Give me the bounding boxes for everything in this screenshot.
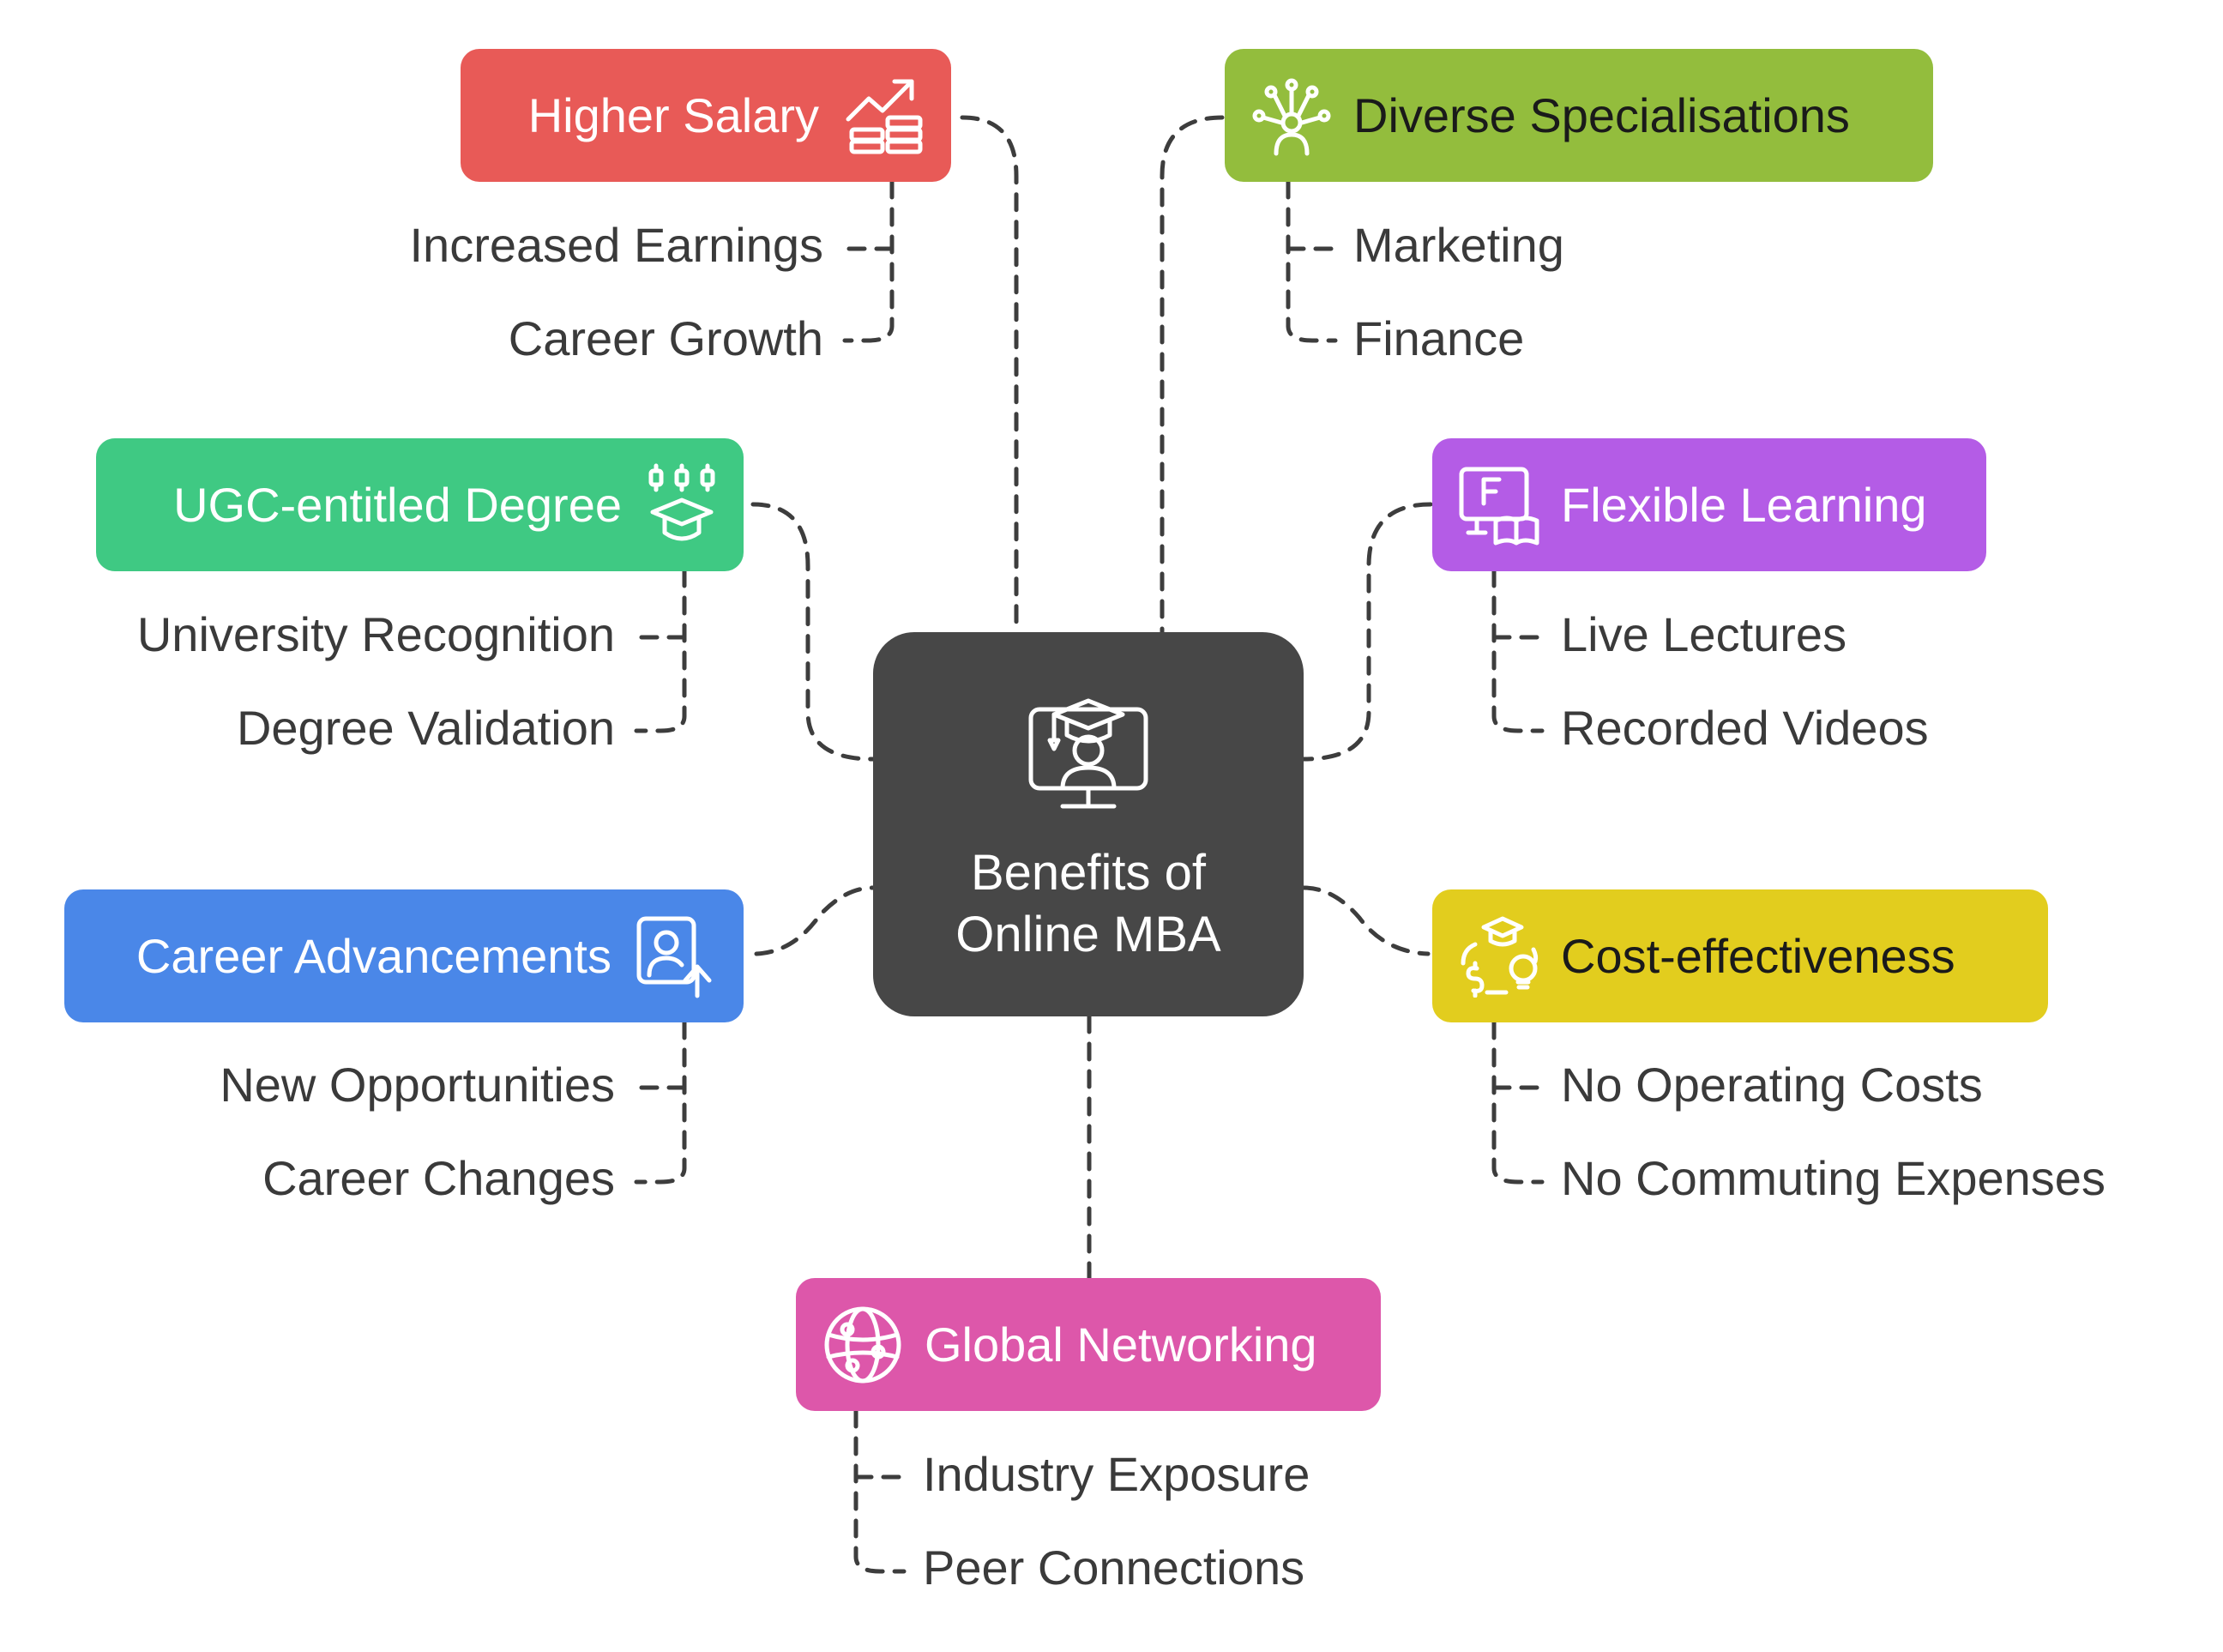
item-new-opportunities: New Opportunities [220,1058,615,1112]
node-ugc-degree-title: UGC-entitled Degree [173,477,622,532]
node-higher-salary[interactable]: Higher Salary [461,49,951,182]
connector-diverse-items [1286,179,1338,343]
item-university-recognition: University Recognition [136,607,615,661]
item-industry-exposure: Industry Exposure [923,1447,1310,1501]
connector-career-items [634,1020,687,1185]
node-global-networking[interactable]: Global Networking [796,1278,1381,1411]
item-finance: Finance [1353,311,1525,365]
central-topic-title: Benefits of Online MBA [955,842,1220,966]
globe-network-icon [822,1304,904,1386]
node-higher-salary-title: Higher Salary [527,87,819,142]
node-career-advancements-title: Career Advancements [136,928,611,983]
connector-flexible-items [1491,568,1545,733]
node-cost-effectiveness[interactable]: Cost-effectiveness [1432,889,2048,1022]
item-degree-validation: Degree Validation [236,701,615,755]
money-idea-icon [1458,915,1540,998]
network-person-icon [1250,75,1333,157]
item-recorded-videos: Recorded Videos [1561,701,1929,755]
item-peer-connections: Peer Connections [923,1540,1305,1595]
node-diverse-specialisations-title: Diverse Specialisations [1353,87,1850,142]
item-live-lectures: Live Lectures [1561,607,1847,661]
item-increased-earnings: Increased Earnings [409,218,823,272]
node-flexible-learning[interactable]: Flexible Learning [1432,438,1986,571]
connector-ugc-degree [750,502,876,762]
item-no-operating-costs: No Operating Costs [1561,1058,1983,1112]
screen-book-icon [1458,464,1540,546]
item-career-changes: Career Changes [262,1151,615,1205]
connector-diverse-specialisations [1160,115,1225,635]
item-marketing: Marketing [1353,218,1564,272]
connector-ugc-items [634,568,687,733]
node-career-advancements[interactable]: Career Advancements [64,889,744,1022]
central-topic-node: Benefits of Online MBA [873,632,1304,1016]
connector-career-advancements [754,885,876,956]
node-ugc-degree[interactable]: UGC-entitled Degree [96,438,744,571]
profile-up-icon [636,913,718,999]
online-graduate-icon [1024,690,1153,823]
connector-higher-salary [960,115,1019,635]
connector-flexible-learning [1301,502,1433,762]
node-flexible-learning-title: Flexible Learning [1561,477,1927,532]
central-topic-line2: Online MBA [955,907,1221,962]
node-diverse-specialisations[interactable]: Diverse Specialisations [1225,49,1933,182]
node-cost-effectiveness-title: Cost-effectiveness [1561,928,1955,983]
item-no-commuting-expenses: No Commuting Expenses [1561,1151,2106,1205]
salary-growth-icon [843,75,925,157]
connector-cost-items [1491,1020,1545,1185]
central-topic-line1: Benefits of [970,845,1207,901]
graduation-cap-icon [646,462,718,548]
connector-higher-salary-items [842,179,895,343]
item-career-growth: Career Growth [508,311,823,365]
connector-global-items [853,1408,907,1574]
connector-cost-effectiveness [1301,885,1431,956]
node-global-networking-title: Global Networking [925,1317,1317,1372]
